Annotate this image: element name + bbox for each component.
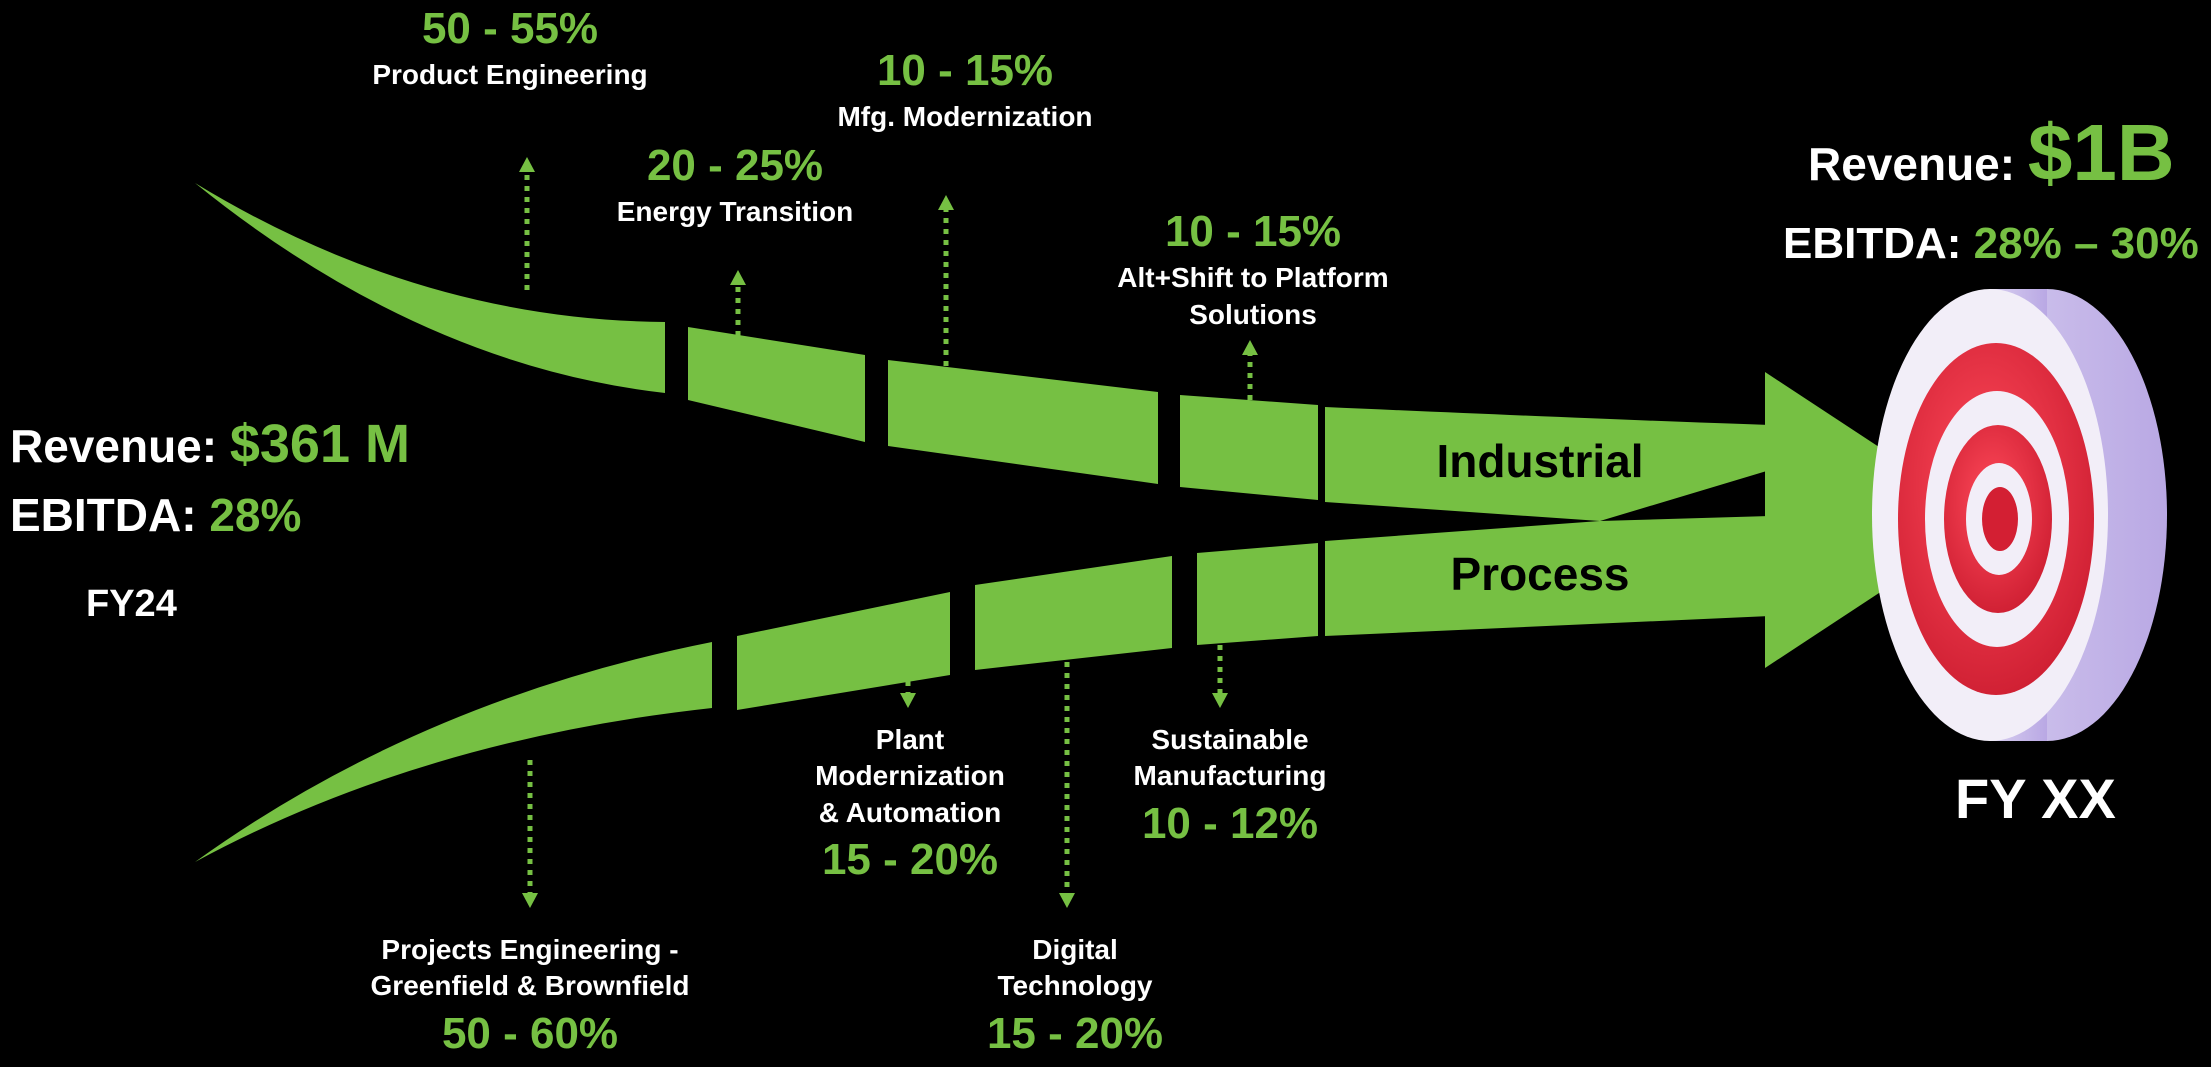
lever-name: Energy Transition [616,196,854,228]
start-ebitda: EBITDA: 28% [10,488,301,542]
lever-name-line2: Greenfield & Brownfield [370,970,690,1002]
industrial-segment-3 [888,360,1158,484]
start-ebitda-value: 28% [209,489,302,541]
lever-name: Mfg. Modernization [837,101,1093,133]
process-segment-1 [195,642,712,862]
process-band [195,516,1770,862]
lever-digital-technology: Digital Technology 15 - 20% [935,932,1215,1062]
target-ebitda-value: 28% – 30% [1973,219,2199,268]
lever-name-line1: Sustainable [1151,724,1309,755]
industrial-band [195,183,1770,521]
process-connectors [527,645,1223,893]
lever-name-line1: Plant [875,724,945,755]
lever-pct: 50 - 55% [421,4,599,53]
industrial-segment-2 [688,327,865,442]
lever-energy-transition: 20 - 25% Energy Transition [595,137,875,231]
lever-name-line3: & Automation [818,796,1002,828]
start-revenue: Revenue: $361 M [10,413,410,475]
bullseye-target-icon [1872,289,2167,741]
lever-pct: 10 - 12% [1141,798,1319,848]
lever-mfg-modernization: 10 - 15% Mfg. Modernization [805,42,1125,136]
lever-pct: 15 - 20% [821,835,999,885]
start-revenue-label: Revenue: [10,420,218,472]
start-ebitda-label: EBITDA: [10,489,197,541]
lever-name: Product Engineering [372,59,648,91]
industrial-segment-1 [195,183,665,393]
target-ebitda-label: EBITDA: [1783,219,1962,268]
process-segment-2 [737,592,950,710]
target-ebitda: EBITDA: 28% – 30% [1783,219,2199,269]
lever-pct: 15 - 20% [986,1008,1164,1058]
lever-name-line1: Alt+Shift to Platform [1117,262,1389,294]
target-revenue: Revenue: $1B [1808,107,2175,199]
lever-alt-shift: 10 - 15% Alt+Shift to Platform Solutions [1093,203,1413,333]
lever-plant-modernization: Plant Modernization & Automation 15 - 20… [770,722,1050,888]
lever-product-engineering: 50 - 55% Product Engineering [340,0,680,94]
process-segment-4 [1197,543,1318,645]
start-year: FY24 [86,583,177,625]
industrial-arrowheads [519,157,1258,355]
process-segment-5 [1325,516,1770,636]
industrial-stream-label: Industrial [1436,435,1644,487]
target-revenue-label: Revenue: [1808,138,2016,190]
target-year: FY XX [1955,767,2116,830]
industrial-segment-5 [1325,407,1770,521]
lever-name-line2: Technology [997,970,1153,1002]
process-segment-3 [975,556,1172,670]
lever-name-line1: Projects Engineering - [381,934,679,965]
industrial-connectors [524,172,1253,400]
lever-pct: 50 - 60% [441,1008,619,1058]
industrial-segment-4 [1180,395,1318,500]
lever-name-line2: Modernization [815,760,1005,792]
process-stream-label: Process [1450,548,1630,600]
target-revenue-value: $1B [2027,108,2175,197]
lever-pct: 10 - 15% [876,46,1054,95]
lever-name-line2: Solutions [1189,298,1317,330]
lever-sustainable-mfg: Sustainable Manufacturing 10 - 12% [1090,722,1370,852]
lever-name-line1: Digital [1032,934,1118,965]
lever-pct: 20 - 25% [646,141,824,190]
lever-projects-engineering: Projects Engineering - Greenfield & Brow… [350,932,710,1062]
start-revenue-value: $361 M [229,414,410,474]
lever-name-line2: Manufacturing [1133,760,1327,792]
lever-pct: 10 - 15% [1164,207,1342,256]
process-arrowheads [522,693,1228,908]
